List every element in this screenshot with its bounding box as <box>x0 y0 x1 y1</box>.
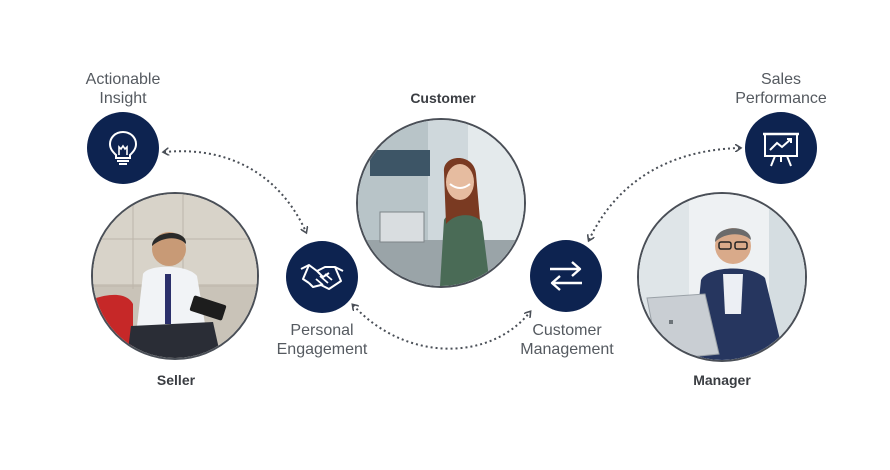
customer-management-label-line2: Management <box>520 341 614 358</box>
sales-performance-label-line1: Sales <box>760 71 802 88</box>
sales-performance-node <box>745 112 817 184</box>
customer-management-label: Customer Management <box>507 321 627 359</box>
actionable-insight-label-line2: Insight <box>99 90 147 107</box>
seller-label: Seller <box>156 372 196 388</box>
connector-management-performance <box>589 148 740 240</box>
connector-insight-engagement <box>164 151 306 232</box>
customer-management-node <box>530 240 602 312</box>
personal-engagement-node <box>286 241 358 313</box>
personal-engagement-label-line2: Engagement <box>276 341 368 358</box>
sales-performance-label-line2: Performance <box>735 90 827 107</box>
customer-photo <box>356 118 526 288</box>
customer-label: Customer <box>410 90 476 106</box>
exchange-arrows-icon <box>550 261 582 291</box>
customer-illustration <box>358 120 524 286</box>
actionable-insight-label-line1: Actionable <box>85 71 161 88</box>
personal-engagement-label-line1: Personal <box>290 322 354 339</box>
seller-illustration <box>93 194 257 358</box>
customer-management-label-line1: Customer <box>532 322 602 339</box>
actionable-insight-node <box>87 112 159 184</box>
seller-photo <box>91 192 259 360</box>
handshake-icon <box>300 264 344 290</box>
actionable-insight-label: Actionable Insight <box>62 70 184 108</box>
manager-label: Manager <box>693 372 751 388</box>
connector-engagement-management <box>353 305 530 350</box>
manager-illustration <box>639 194 805 360</box>
manager-photo <box>637 192 807 362</box>
lightbulb-icon <box>108 130 138 165</box>
sales-performance-label: Sales Performance <box>716 70 846 108</box>
personal-engagement-label: Personal Engagement <box>262 321 382 359</box>
presentation-chart-icon <box>763 132 799 167</box>
